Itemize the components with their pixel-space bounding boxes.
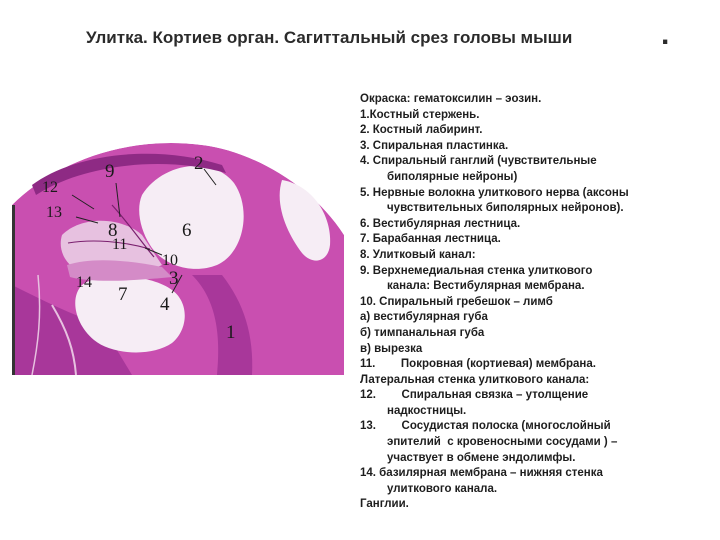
- legend-row: 4. Спиральный ганглий (чувствительные: [360, 155, 597, 168]
- label-12: 12: [42, 179, 58, 196]
- legend-row: чувствительных биполярных нейронов).: [387, 202, 624, 215]
- histology-micrograph: 9 2 12 13 6 8 11 10 14 7 3 4 1: [12, 125, 344, 376]
- label-11: 11: [112, 236, 128, 253]
- legend-row: 6. Вестибулярная лестница.: [360, 217, 521, 230]
- legend-row: б) тимпанальная губа: [360, 326, 485, 339]
- legend: Окраска: гематоксилин – эозин. 1.Костный …: [360, 92, 700, 513]
- label-13: 13: [46, 204, 62, 221]
- legend-row: 11. Покровная (кортиевая) мембрана.: [360, 358, 596, 371]
- legend-row: 7. Барабанная лестница.: [360, 233, 501, 246]
- page-title: Улитка. Кортиев орган. Сагиттальный срез…: [86, 28, 573, 47]
- legend-row: 1.Костный стержень.: [360, 108, 480, 121]
- pointer-13: [75, 216, 99, 224]
- legend-row: Окраска: гематоксилин – эозин.: [360, 93, 542, 105]
- pointer-12: [71, 194, 95, 210]
- legend-row: Ганглии.: [360, 498, 409, 511]
- pointer-11: [144, 247, 163, 256]
- label-1: 1: [226, 322, 236, 343]
- cochlea-section-image: [12, 125, 344, 376]
- label-7: 7: [118, 284, 128, 305]
- legend-row: 9. Верхнемедиальная стенка улиткового: [360, 264, 593, 277]
- legend-row: 10. Спиральный гребешок – лимб: [360, 295, 553, 308]
- pointer-9: [115, 182, 121, 218]
- pointer-2: [203, 168, 217, 186]
- label-6: 6: [182, 220, 192, 241]
- label-4: 4: [160, 294, 170, 315]
- legend-row: улиткового канала.: [387, 482, 498, 495]
- legend-row: эпителий с кровеносными сосудами ) –: [387, 436, 618, 449]
- label-14: 14: [76, 274, 92, 291]
- legend-row: а) вестибулярная губа: [360, 311, 488, 324]
- legend-row: в) вырезка: [360, 342, 423, 355]
- legend-row: 8. Улитковый канал:: [360, 248, 476, 261]
- label-8: 8: [108, 220, 118, 241]
- legend-row: участвует в обмене эндолимфы.: [387, 451, 576, 464]
- legend-row: канала: Вестибулярная мембрана.: [387, 280, 585, 293]
- legend-row: 13. Сосудистая полоска (многослойный: [360, 420, 611, 433]
- pointer-4: [171, 274, 183, 294]
- legend-row: 5. Нервные волокна улиткового нерва (акс…: [360, 186, 629, 199]
- legend-row: надкостницы.: [387, 404, 467, 417]
- label-3: 3: [169, 268, 179, 289]
- legend-row: Латеральная стенка улиткового канала:: [360, 373, 590, 386]
- label-10: 10: [162, 252, 178, 269]
- legend-row: 2. Костный лабиринт.: [360, 124, 483, 137]
- label-2: 2: [194, 153, 204, 174]
- legend-row: 14. базилярная мембрана – нижняя стенка: [360, 467, 603, 480]
- legend-row: биполярные нейроны): [387, 170, 518, 183]
- legend-row: 12. Спиральная связка – утолщение: [360, 389, 589, 402]
- label-9: 9: [105, 161, 115, 182]
- title-dot: .: [661, 18, 670, 51]
- legend-row: 3. Спиральная пластинка.: [360, 139, 509, 152]
